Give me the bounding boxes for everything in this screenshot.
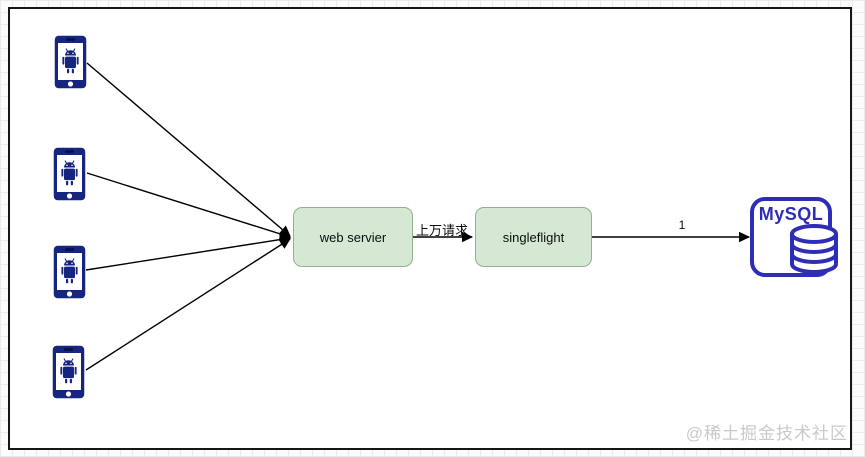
node-singleflight: singleflight <box>475 207 592 267</box>
watermark-text: @稀土掘金技术社区 <box>685 424 848 443</box>
android-phone-icon <box>52 345 85 399</box>
node-web-server: web servier <box>293 207 413 267</box>
android-phone-icon <box>54 35 87 89</box>
mysql-label: MySQL <box>758 204 824 224</box>
node-web-server-label: web servier <box>319 229 387 245</box>
edge-label-one: 1 <box>678 218 686 232</box>
edge-label-requests: 上万请求 <box>416 223 469 238</box>
android-phone-icon <box>53 245 86 299</box>
mysql-database-icon: MySQL <box>748 196 840 282</box>
node-singleflight-label: singleflight <box>502 229 565 245</box>
android-phone-icon <box>53 147 86 201</box>
